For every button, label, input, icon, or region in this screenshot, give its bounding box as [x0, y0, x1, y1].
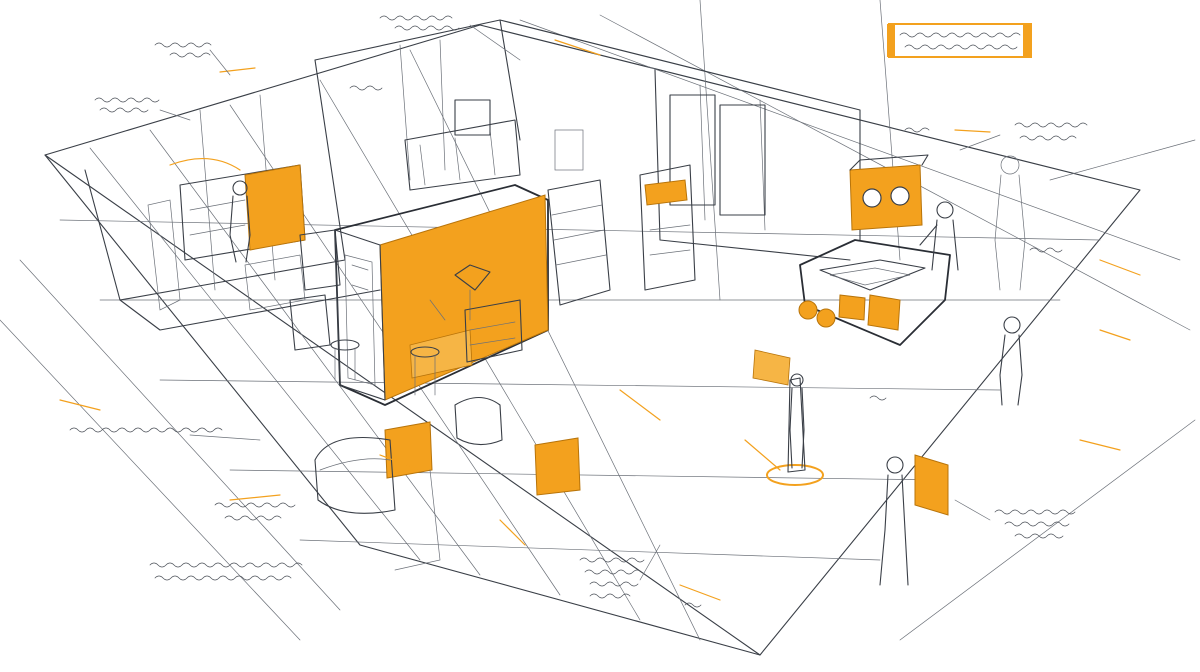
scribble-notes: [69, 15, 1088, 608]
left-workspace: [179, 99, 521, 311]
leader-lines: [159, 24, 1001, 581]
figures: [229, 155, 1026, 586]
tall-shelf: [547, 164, 696, 306]
central-cabinet: [334, 184, 549, 406]
figure-right-standing: [999, 316, 1023, 406]
pedestal: [384, 377, 949, 516]
kitchen-island: [752, 154, 951, 386]
figure-island: [919, 201, 959, 271]
walls: [84, 19, 861, 331]
figure-back-ghost: [994, 155, 1026, 291]
orange-accents: [59, 23, 1141, 601]
seating: [289, 294, 503, 571]
figure-pedestal: [789, 373, 805, 469]
figure-front: [879, 456, 909, 586]
figure-left: [229, 180, 251, 263]
floor-grid: [0, 0, 1196, 656]
